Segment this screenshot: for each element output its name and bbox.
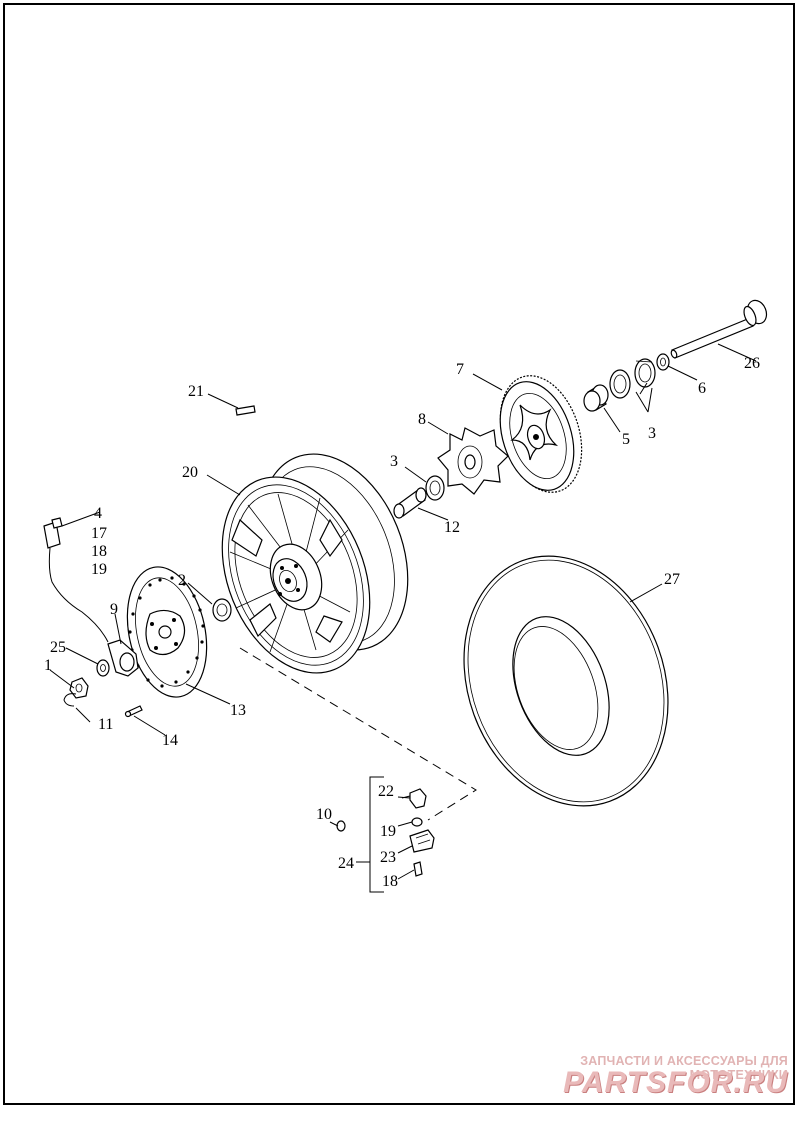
callout-21: 21 [188, 383, 204, 400]
callout-18-sensor: 18 [91, 543, 107, 560]
part-22-valve [401, 788, 427, 809]
part-6-washer [656, 353, 670, 371]
callout-27: 27 [664, 571, 680, 588]
callout-14: 14 [162, 732, 178, 749]
part-7-pulley [499, 375, 583, 493]
callout-19-sensor: 19 [91, 561, 107, 578]
callout-11: 11 [98, 716, 113, 733]
part-10-nut [336, 820, 346, 832]
callout-12: 12 [444, 519, 460, 536]
part-8-cush-drive [437, 427, 509, 495]
part-3-bearing-left [425, 475, 445, 501]
callout-2: 2 [178, 572, 186, 589]
part-20-wheel [221, 453, 409, 674]
leader-lines [49, 343, 757, 880]
callout-8: 8 [418, 411, 426, 428]
callout-25: 25 [50, 639, 66, 656]
part-9-sensor-bracket [107, 639, 139, 677]
kit-24-bracket [369, 776, 384, 893]
assembly-dashed-line [239, 647, 477, 821]
callout-18-kit: 18 [382, 873, 398, 890]
callout-5: 5 [622, 431, 630, 448]
part-11-clip [63, 693, 77, 707]
part-19-washer-kit [411, 817, 423, 827]
callout-1: 1 [44, 657, 52, 674]
part-2-bearing [212, 598, 232, 622]
part-5-spacer [583, 384, 609, 412]
part-12-sleeve [393, 487, 427, 519]
diagram-frame [3, 3, 795, 1105]
part-1-nut [69, 677, 89, 699]
part-14-screw [124, 705, 143, 718]
part-23-valve-body [409, 829, 435, 853]
callout-7: 7 [456, 361, 464, 378]
part-26-axle [670, 299, 768, 359]
callout-17: 17 [91, 525, 107, 542]
watermark-tagline: ЗАПЧАСТИ И АКСЕССУАРЫ ДЛЯ МОТОТЕХНИКИ [580, 1054, 788, 1082]
callout-3-left: 3 [390, 453, 398, 470]
part-27-tire [463, 555, 669, 807]
part-21-block [235, 405, 256, 416]
callout-9: 9 [110, 601, 118, 618]
callout-labels: 1 2 3 3 4 5 6 7 8 9 10 11 12 13 14 17 18… [44, 355, 760, 890]
callout-10: 10 [316, 806, 332, 823]
callout-4: 4 [94, 505, 102, 522]
part-13-brake-disc [126, 566, 208, 698]
part-18-screw-kit [413, 861, 423, 877]
callout-20: 20 [182, 464, 198, 481]
part-25-washer [96, 659, 110, 677]
callout-24: 24 [338, 855, 354, 872]
part-3-bearing-pair [609, 358, 656, 399]
callout-6: 6 [698, 380, 706, 397]
watermark-logo: PARTSFOR.RU [563, 1066, 788, 1099]
callout-26: 26 [744, 355, 760, 372]
callout-23: 23 [380, 849, 396, 866]
callout-3-right: 3 [648, 425, 656, 442]
callout-22: 22 [378, 783, 394, 800]
callout-13: 13 [230, 702, 246, 719]
callout-19-kit: 19 [380, 823, 396, 840]
